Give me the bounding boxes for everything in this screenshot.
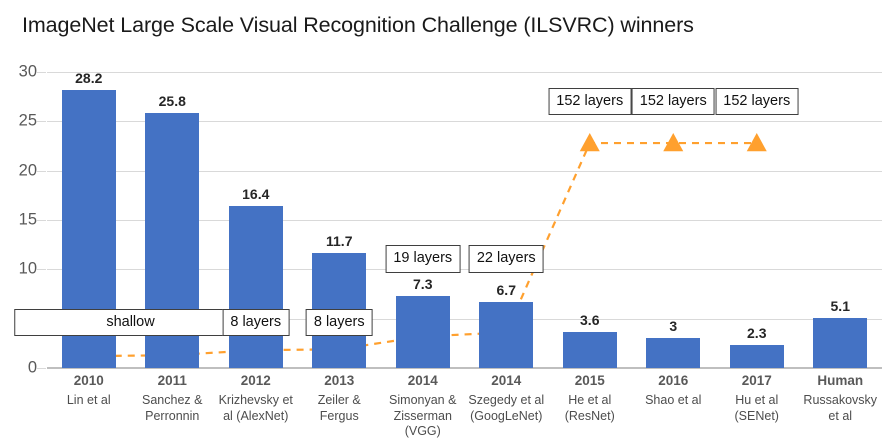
y-tick-mark-25 xyxy=(37,121,46,123)
x-category-year-2: 2012 xyxy=(240,373,271,388)
annotation-callout-4: 22 layers xyxy=(468,245,544,273)
bar-2014-4[interactable] xyxy=(395,295,450,368)
y-tick-label-25: 25 xyxy=(18,111,37,130)
bar-value-label-6: 3.6 xyxy=(580,312,600,329)
y-tick-mark-30 xyxy=(37,72,46,73)
bar-2017-8[interactable] xyxy=(729,345,784,368)
gridline-30 xyxy=(47,72,882,73)
y-tick-label-30: 30 xyxy=(18,62,37,81)
x-category-sublabel-9: Russakovsky et al xyxy=(803,393,878,423)
bar-value-label-5: 6.7 xyxy=(496,281,516,298)
x-category-8: 2017 Hu et al (SENet) xyxy=(717,372,797,424)
gridline-15 xyxy=(47,220,882,221)
annotation-callout-7: 152 layers xyxy=(715,87,799,116)
bar-value-label-1: 25.8 xyxy=(158,93,186,110)
gridline-20 xyxy=(47,170,882,172)
x-category-sublabel-6: He et al (ResNet) xyxy=(564,393,615,423)
bar-value-label-4: 7.3 xyxy=(413,275,433,292)
x-category-sublabel-3: Zeiler & Fergus xyxy=(317,393,361,423)
x-category-year-8: 2017 xyxy=(741,373,772,388)
depth-line-path xyxy=(88,141,757,358)
bar-2016-7[interactable] xyxy=(646,338,701,368)
annotation-callout-1: 8 layers xyxy=(222,308,290,337)
bar-value-label-3: 11.7 xyxy=(326,232,353,249)
y-tick-label-0: 0 xyxy=(27,358,37,377)
chart-title: ImageNet Large Scale Visual Recognition … xyxy=(22,13,694,37)
y-tick-mark-20 xyxy=(37,170,46,172)
y-tick-mark-15 xyxy=(37,220,46,221)
depth-marker-6[interactable] xyxy=(579,133,600,152)
annotation-callout-3: 19 layers xyxy=(385,245,461,273)
depth-marker-7[interactable] xyxy=(663,133,684,152)
y-tick-mark-10 xyxy=(37,269,46,271)
bar-2015-6[interactable] xyxy=(562,332,617,368)
bar-value-label-2: 16.4 xyxy=(242,186,270,203)
bar-Human-9[interactable] xyxy=(813,317,868,368)
annotation-callout-2: 8 layers xyxy=(305,308,373,337)
y-tick-mark-0 xyxy=(37,368,46,369)
x-category-year-1: 2011 xyxy=(157,373,187,388)
annotation-callout-0: shallow xyxy=(13,308,248,337)
bar-value-label-7: 3 xyxy=(669,318,678,335)
annotation-callout-5: 152 layers xyxy=(548,87,632,116)
x-category-year-0: 2010 xyxy=(73,373,104,388)
x-category-sublabel-0: Lin et al xyxy=(66,393,111,408)
x-category-sublabel-8: Hu et al (SENet) xyxy=(734,393,779,423)
bar-value-label-9: 5.1 xyxy=(830,297,850,314)
gridline-0 xyxy=(47,367,882,369)
annotation-callout-6: 152 layers xyxy=(631,87,715,116)
y-tick-label-10: 10 xyxy=(18,259,37,278)
x-category-year-6: 2015 xyxy=(574,373,605,388)
bar-value-label-0: 28.2 xyxy=(75,69,103,86)
x-category-year-5: 2014 xyxy=(491,373,522,388)
y-tick-label-20: 20 xyxy=(18,161,37,180)
x-category-6: 2015 He et al (ResNet) xyxy=(550,372,630,424)
x-category-sublabel-2: Krizhevsky et al (AlexNet) xyxy=(218,393,293,423)
depth-marker-8[interactable] xyxy=(746,133,767,152)
y-tick-label-15: 15 xyxy=(18,210,37,229)
x-category-year-3: 2013 xyxy=(324,373,355,388)
x-category-year-4: 2014 xyxy=(407,373,438,388)
bar-2012-2[interactable] xyxy=(228,206,283,368)
gridline-25 xyxy=(47,121,882,123)
x-category-sublabel-1: Sanchez & Perronnin xyxy=(142,393,203,423)
x-category-year-9: Human xyxy=(817,373,864,388)
x-category-sublabel-7: Shao et al xyxy=(645,393,702,408)
x-category-year-7: 2016 xyxy=(658,373,689,388)
x-category-sublabel-5: Szegedy et al (GoogLeNet) xyxy=(468,393,545,423)
gridline-5 xyxy=(47,318,882,320)
x-category-sublabel-4: Simonyan & Zisserman (VGG) xyxy=(389,393,457,439)
bar-2014-5[interactable] xyxy=(479,301,534,368)
gridline-10 xyxy=(47,269,882,271)
bar-value-label-8: 2.3 xyxy=(747,325,767,342)
